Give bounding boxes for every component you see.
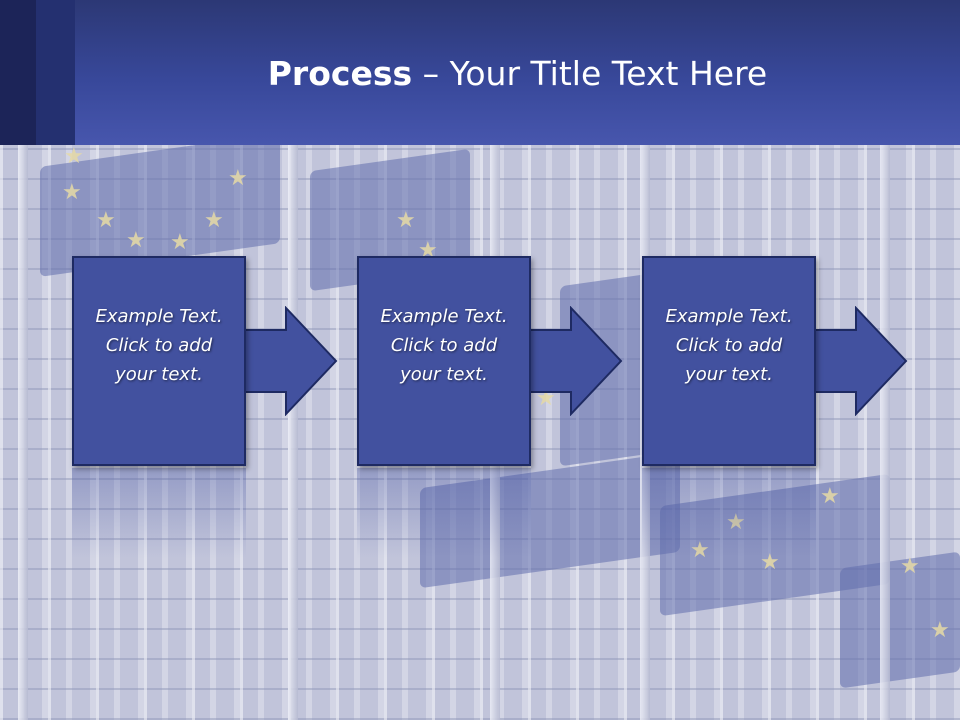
star-icon: ★ — [64, 144, 84, 169]
process-step-2-text[interactable]: Example Text. Click to add your text. — [380, 305, 508, 385]
star-icon: ★ — [96, 208, 116, 233]
step-reflection — [357, 468, 531, 558]
process-step-3-text[interactable]: Example Text. Click to add your text. — [665, 305, 793, 385]
star-icon: ★ — [170, 230, 190, 255]
star-icon: ★ — [930, 618, 950, 643]
flagpole — [880, 145, 890, 720]
process-step-3[interactable]: Example Text. Click to add your text. — [642, 256, 816, 466]
star-icon: ★ — [900, 554, 920, 579]
star-icon: ★ — [126, 228, 146, 253]
star-icon: ★ — [204, 208, 224, 233]
slide-title-bold: Process — [267, 54, 413, 93]
star-icon: ★ — [62, 180, 82, 205]
slide-title-rest: – Your Title Text Here — [412, 54, 768, 93]
slide-title[interactable]: Process – Your Title Text Here — [75, 52, 960, 96]
arrow-right-icon — [808, 306, 908, 416]
star-icon: ★ — [396, 208, 416, 233]
process-step-2[interactable]: Example Text. Click to add your text. — [357, 256, 531, 466]
title-bar-accent — [0, 0, 75, 145]
star-icon: ★ — [228, 166, 248, 191]
star-icon: ★ — [820, 484, 840, 509]
step-reflection — [72, 468, 246, 558]
star-icon: ★ — [690, 540, 710, 562]
star-icon: ★ — [726, 512, 746, 534]
arrow-right-icon — [238, 306, 338, 416]
process-step-1[interactable]: Example Text. Click to add your text. — [72, 256, 246, 466]
process-step-1-text[interactable]: Example Text. Click to add your text. — [95, 305, 223, 385]
flagpole — [288, 145, 298, 720]
step-reflection — [642, 468, 816, 558]
flagpole — [18, 145, 28, 720]
star-icon: ★ — [760, 550, 780, 575]
arrow-right-icon — [523, 306, 623, 416]
title-bar: Process – Your Title Text Here — [0, 0, 960, 145]
